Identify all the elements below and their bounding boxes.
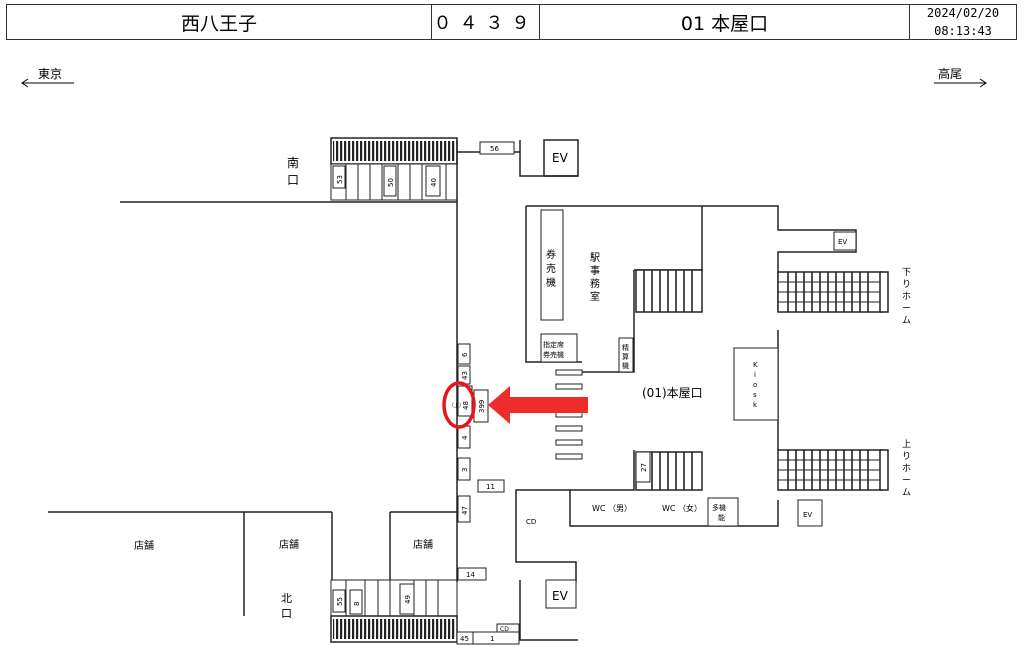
ticket-machine-2: 売 [546,262,556,275]
date-text: 2024/02/20 [926,6,1000,20]
up-platform-4: ー [902,476,911,486]
ticket-machine-box [540,209,564,321]
num-55: 55 [336,597,344,606]
stairs-inner-upper [635,269,703,313]
wc-female-label: WC （女） [662,503,702,513]
station-office-4: 室 [590,290,600,303]
direction-left-label: 東京 [38,67,62,81]
fare-adjust-1: 精 [622,343,629,352]
down-platform-4: ー [902,304,911,314]
time-text: 08:13:43 [934,24,992,38]
num-1: 1 [490,635,494,643]
kiosk-2: i [754,371,756,379]
ev-box-upper-right [833,231,857,251]
direction-right: 高尾 [934,66,987,88]
num-50: 50 [387,178,395,187]
up-mark-label: （上） [449,402,464,409]
ev-label-upper-right: EV [838,238,847,246]
fare-adjust-box [618,337,634,373]
kiosk-5: k [753,401,758,409]
num-8: 8 [353,602,361,606]
ev-label-bottom: EV [552,589,569,603]
main-exit-label: (01)本屋口 [642,386,703,400]
fare-adjust-2: 算 [622,352,629,361]
south-exit-2: 口 [287,173,299,187]
shop-label-1: 店舗 [134,539,154,552]
station-office-3: 務 [590,277,600,290]
multi-toilet-box [707,497,739,527]
kiosk-box [733,347,779,421]
station-office-2: 事 [590,264,600,277]
wc-male-label: WC （男） [592,504,632,513]
num-27: 27 [640,463,648,472]
shop-label-2: 店舗 [279,538,299,551]
num-40: 40 [430,178,438,187]
direction-right-label: 高尾 [938,66,962,81]
up-platform-3: ホ [902,463,911,474]
ev-box-lower-right [797,499,823,527]
num-47: 47 [461,506,469,515]
kiosk-1: K [753,361,758,369]
up-platform-2: り [902,451,911,462]
down-platform-1: 下 [902,268,911,278]
kiosk-4: s [753,391,757,399]
ev-box-bottom [545,579,577,609]
reserved-ticket-line2: 券売機 [543,350,564,359]
station-office-1: 駅 [590,252,600,264]
down-platform-2: り [902,279,911,290]
station-name: 西八王子 [7,5,432,39]
stairs-down-platform [777,271,889,313]
highlight-circle [442,381,476,429]
reserved-ticket-line1: 指定席 [543,340,564,349]
ticket-machine-3: 機 [546,276,556,289]
num-14: 14 [466,571,475,579]
ticket-gates [555,369,583,460]
up-platform-5: ム [902,487,911,498]
north-exit-1: 北 [281,592,292,605]
num-4: 4 [461,435,469,440]
num-3: 3 [461,468,469,472]
num-11: 11 [486,483,495,491]
num-48: 48 [462,401,470,410]
ev-label-lower-right: EV [803,511,812,519]
num-43: 43 [461,371,469,380]
num-45: 45 [460,635,469,643]
num-6: 6 [461,352,469,357]
south-exit-1: 南 [287,155,299,170]
timestamp: 2024/02/20 08:13:43 [910,5,1016,39]
shop-label-3: 店舗 [413,538,433,551]
fare-adjust-3: 機 [622,361,629,370]
cd-label: CD [526,518,536,526]
down-platform-5: ム [902,315,911,326]
header-bar: 西八王子 ０４３９ 01 本屋口 2024/02/20 08:13:43 [6,4,1017,40]
reserved-ticket-box [540,333,578,363]
cd-label-bottom: CD [500,626,509,633]
up-platform-1: 上 [902,439,911,450]
pointer-arrow [488,386,588,424]
kiosk-3: o [753,381,757,389]
down-platform-3: ホ [902,291,911,302]
multi-toilet-line1: 多機 [712,503,726,512]
north-exit-2: 口 [281,607,292,620]
num-49: 49 [404,595,412,604]
num-56: 56 [490,145,499,153]
direction-left: 東京 [21,67,74,88]
station-code: ０４３９ [432,5,540,39]
exit-name: 01 本屋口 [540,5,910,39]
multi-toilet-line2: 能 [718,513,725,522]
ticket-machine-1: 券 [546,248,556,261]
num-53: 53 [336,175,344,184]
stairs-up-platform [777,449,889,491]
num-399: 399 [478,400,486,413]
ev-label-top: EV [552,151,569,165]
